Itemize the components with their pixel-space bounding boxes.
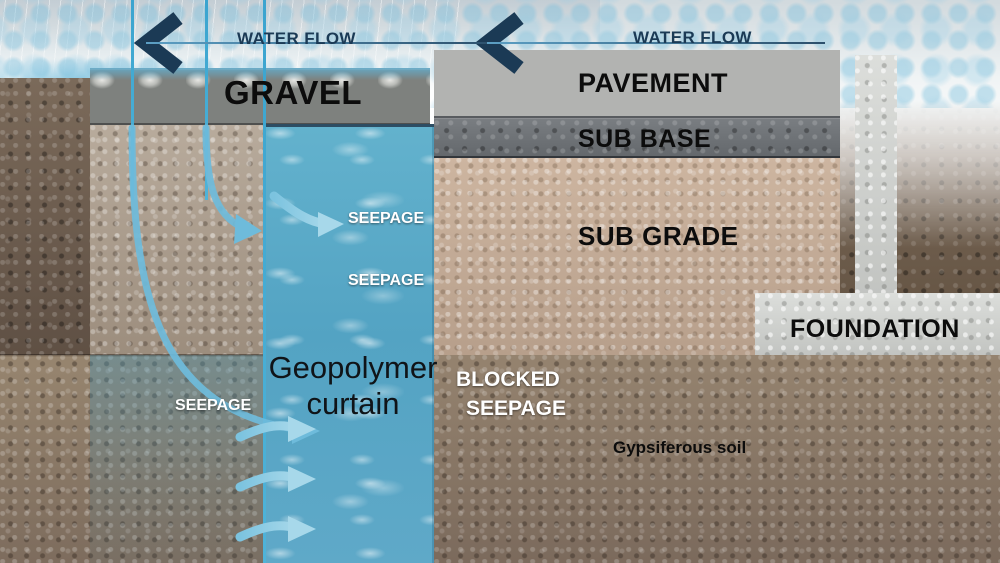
- foundation-footing: [755, 293, 1000, 355]
- soil-upper-left: [0, 78, 90, 355]
- blocked-seepage-label-line1: BLOCKED: [456, 368, 560, 391]
- pavement-label: PAVEMENT: [578, 68, 729, 98]
- soil-seam-line: [0, 354, 264, 357]
- geopolymer-curtain-water: [264, 125, 434, 563]
- sub-base-label: SUB BASE: [578, 125, 712, 153]
- seepage-label-2: SEEPAGE: [348, 272, 425, 289]
- soil-lower-right: [434, 355, 1000, 563]
- blocked-seepage-label-line2: SEEPAGE: [466, 397, 566, 420]
- geopolymer-curtain-label: Geopolymer curtain: [268, 350, 438, 421]
- water-flow-rule-left: [146, 42, 498, 44]
- soil-lower-left-saturated: [90, 355, 264, 563]
- foundation-column: [855, 55, 897, 295]
- soil-mid-upper: [90, 125, 264, 355]
- water-flow-label-right: WATER FLOW: [633, 28, 752, 47]
- curtain-top-edge: [264, 124, 434, 127]
- water-flow-rule-right: [487, 42, 825, 44]
- sub-grade-label: SUB GRADE: [578, 221, 739, 251]
- seepage-label-3: SEEPAGE: [175, 397, 252, 414]
- water-flow-label-left: WATER FLOW: [237, 29, 356, 48]
- gypsiferous-soil-label: Gypsiferous soil: [613, 438, 747, 457]
- gravel-label: GRAVEL: [224, 74, 363, 111]
- injection-line-1: [131, 0, 134, 200]
- foundation-label: FOUNDATION: [790, 315, 960, 343]
- seepage-label-1: SEEPAGE: [348, 210, 425, 227]
- injection-line-2: [205, 0, 208, 200]
- sub-base-layer: [434, 118, 840, 158]
